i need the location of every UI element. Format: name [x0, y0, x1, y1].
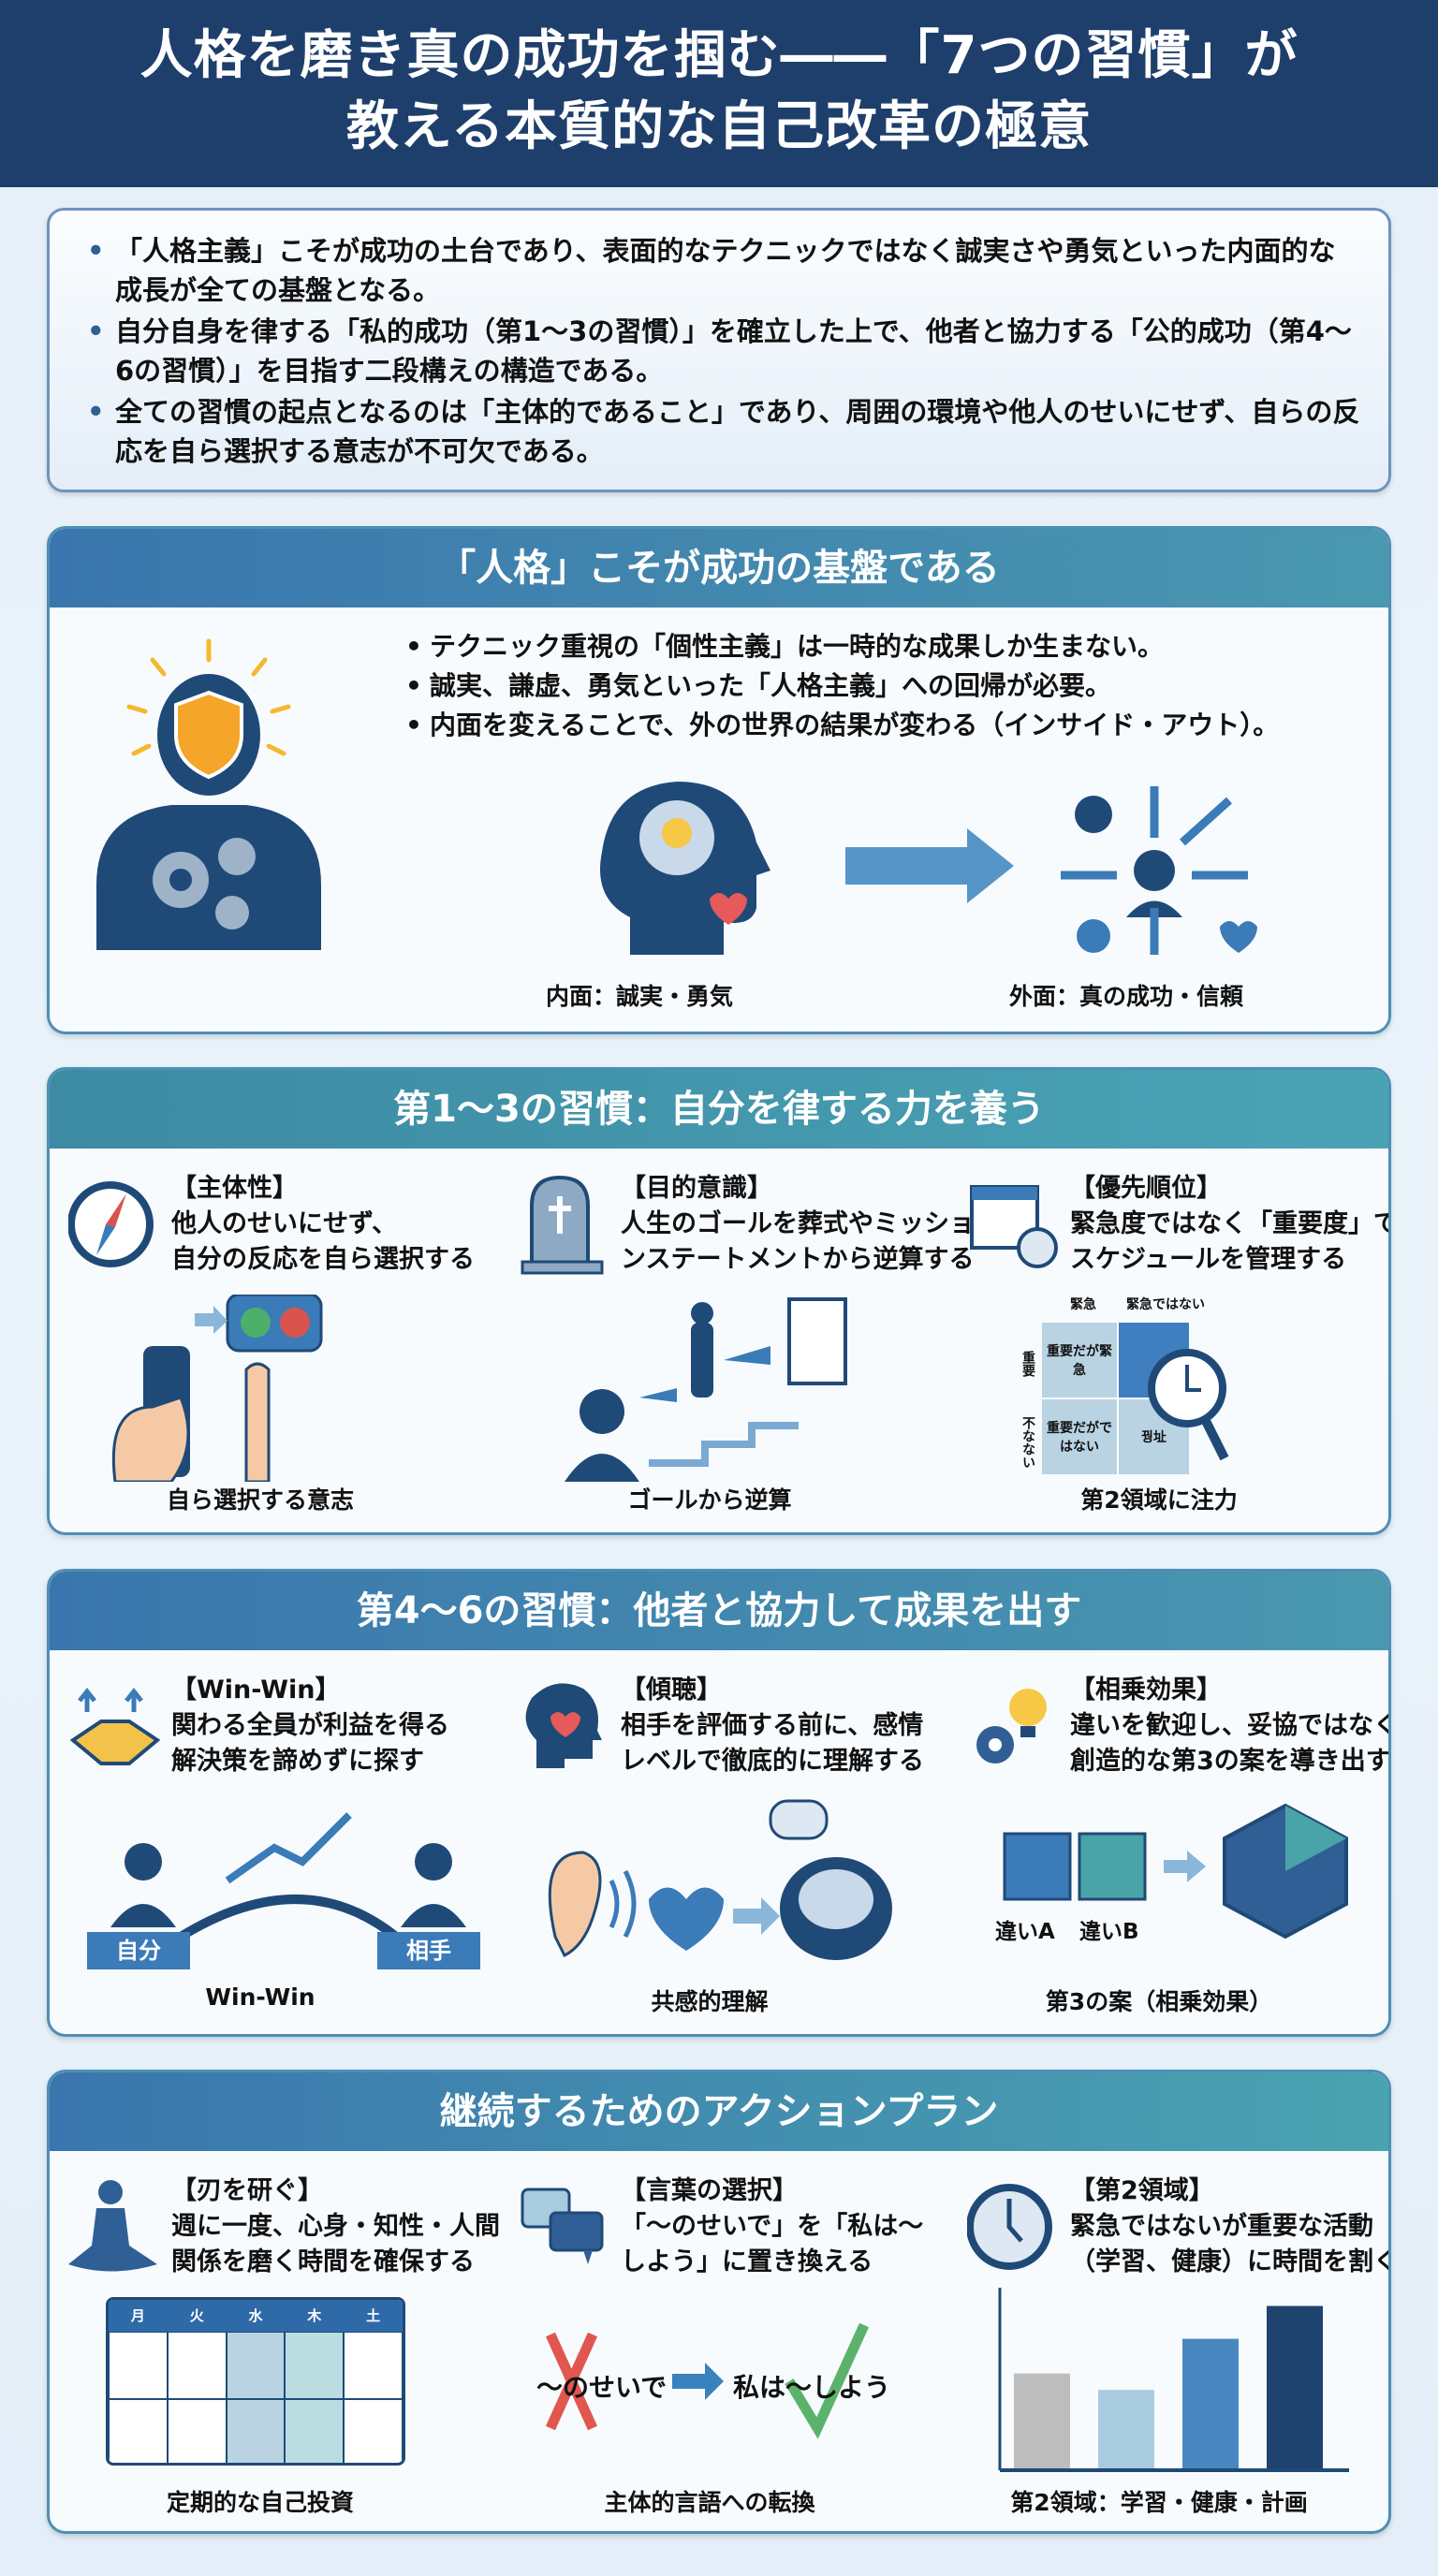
- handshake-icon: [69, 1687, 161, 1765]
- remote-button-illustration: [111, 1295, 323, 1482]
- s1-bullets: テクニック重視の「個性主義」は一時的な成果しか生まない。誠実、謙虚、勇気といった…: [405, 627, 1279, 745]
- person-shield-icon: [96, 638, 321, 950]
- section-action-plan: 継続するためのアクションプラン 【刃を研ぐ】週に一度、心身・知性・人間関係を磨く…: [47, 2070, 1391, 2534]
- caption-outer: 外面：真の成功・信頼: [1008, 983, 1243, 1010]
- chart-bar: [1098, 2390, 1154, 2470]
- chart-bar: [1267, 2305, 1323, 2470]
- priority-matrix: 緊急緊急ではない 重要不なない 重要だが緊急 重要だがではない 꿩址: [986, 1295, 1379, 1482]
- habit-listening: 【傾聴】相手を評価する前に、感情レベルで徹底的に理解する 共感的理解: [508, 1656, 948, 2021]
- caption-inner: 内面：誠実・勇気: [545, 983, 733, 1010]
- section-title: 第4〜6の習慣：他者と協力して成果を出す: [50, 1572, 1388, 1650]
- action-sharpen-saw: 【刃を研ぐ】週に一度、心身・知性・人間関係を磨く時間を確保する 月火水木土 定期…: [59, 2157, 500, 2522]
- empathy-illustration: [548, 1799, 892, 1960]
- goal-backcast-illustration: [565, 1297, 847, 1482]
- summary-box: 「人格主義」こそが成功の土台であり、表面的なテクニックではなく誠実さや勇気といっ…: [47, 208, 1391, 492]
- summary-item: 全ての習慣の起点となるのは「主体的であること」であり、周囲の環境や他人のせいにせ…: [87, 392, 1360, 471]
- magnifier-clock-icon: [1148, 1349, 1229, 1461]
- action-word-choice: 【言葉の選択】「〜のせいで」を「私は〜しよう」に置き換える 〜のせいで 私は〜し…: [508, 2157, 948, 2522]
- section-title: 「人格」こそが成功の基盤である: [50, 529, 1388, 607]
- arrow-icon: [845, 828, 1014, 903]
- weekly-calendar: 月火水木土: [106, 2297, 405, 2466]
- habit-proactive: 【主体性】他人のせいにせず、自分の反応を自ら選択する 自ら選択する意志: [59, 1154, 499, 1519]
- section-habits-1-3: 第1〜3の習慣：自分を律する力を養う 【主体性】他人のせいにせず、自分の反応を自…: [47, 1067, 1391, 1535]
- clock-icon: [967, 2184, 1052, 2270]
- habit-synergy: 【相乗効果】違いを歓迎し、妥協ではなく創造的な第3の案を導き出す 違いA 違いB…: [958, 1656, 1388, 2021]
- habit-win-win: 【Win-Win】関わる全員が利益を得る解決策を諦めずに探す 自分 相手 Win…: [59, 1656, 499, 2021]
- chart-bar: [1182, 2338, 1239, 2470]
- bridge-illustration: 自分 相手: [87, 1796, 480, 1983]
- summary-item: 「人格主義」こそが成功の土台であり、表面的なテクニックではなく誠実さや勇気といっ…: [87, 231, 1360, 310]
- head-heart-icon: [525, 1683, 602, 1768]
- section-habits-4-6: 第4〜6の習慣：他者と協力して成果を出す 【Win-Win】関わる全員が利益を得…: [47, 1569, 1391, 2037]
- calendar-clock-icon: [970, 1185, 1058, 1268]
- gear-bulb-icon: [976, 1689, 1047, 1764]
- section-title: 第1〜3の習慣：自分を律する力を養う: [50, 1070, 1388, 1149]
- gravestone-icon: [521, 1175, 604, 1275]
- speech-bubbles-icon: [521, 2188, 604, 2264]
- chart-bar: [1014, 2373, 1070, 2470]
- section-title: 継続するためのアクションプラン: [50, 2072, 1388, 2151]
- section-character: 「人格」こそが成功の基盤である テクニック重視の「個性主義」は一時的な成果しか生…: [47, 526, 1391, 1034]
- puzzle-illustration: 違いA 違いB: [986, 1796, 1379, 1983]
- habit-priority: 【優先順位】緊急度ではなく「重要度」でスケジュールを管理する 緊急緊急ではない …: [958, 1154, 1388, 1519]
- action-quadrant-2: 【第2領域】緊急ではないが重要な活動（学習、健康）に時間を割く 第2領域：学習・…: [958, 2157, 1388, 2522]
- compass-icon: [68, 1181, 154, 1267]
- inside-out-illustration: [600, 782, 1257, 955]
- summary-item: 自分自身を律する「私的成功（第1〜3の習慣）」を確立した上で、他者と協力する「公…: [87, 312, 1360, 390]
- meditation-icon: [68, 2180, 157, 2272]
- language-shift: 〜のせいで 私は〜しよう: [536, 2297, 930, 2484]
- page-title: 人格を磨き真の成功を掴む――「7つの習慣」が教える本質的な自己改革の極意: [0, 0, 1438, 187]
- habit-purpose: 【目的意識】人生のゴールを葬式やミッションステートメントから逆算する ゴールから…: [508, 1154, 975, 1519]
- bar-chart: [998, 2288, 1349, 2472]
